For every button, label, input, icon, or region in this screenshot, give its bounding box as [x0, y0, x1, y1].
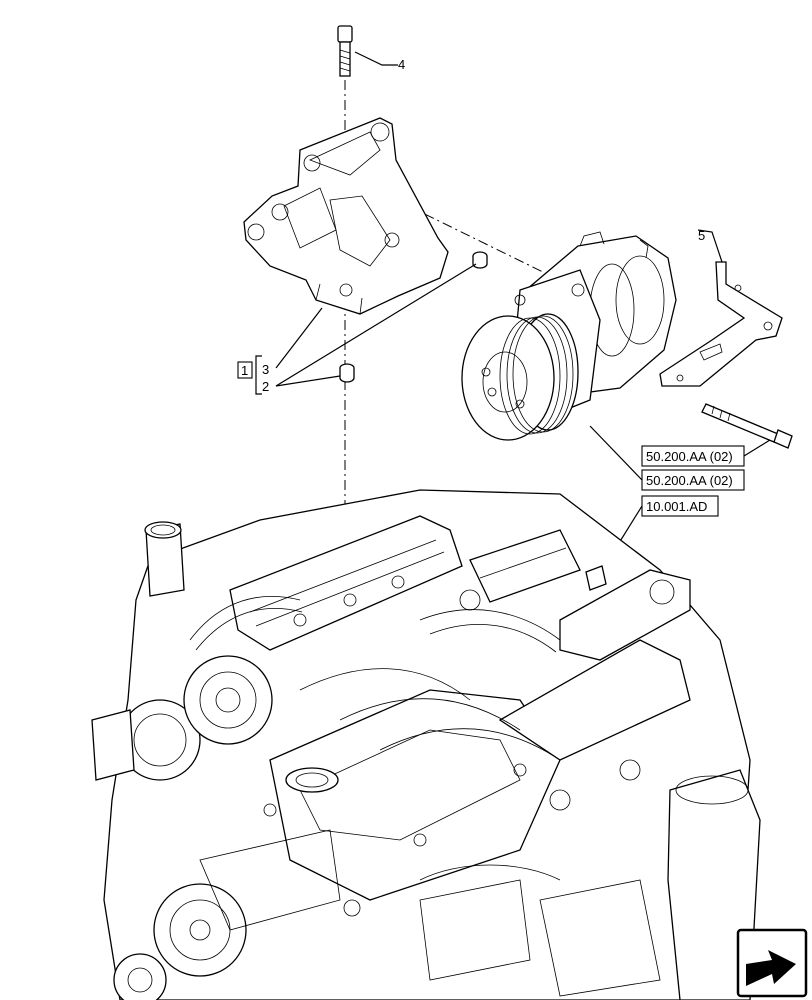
- leader-ref-a: [743, 439, 771, 457]
- long-bolt-part: [701, 403, 793, 449]
- leader-item-3: [275, 307, 323, 369]
- ref-c-box[interactable]: [641, 495, 719, 517]
- ref-a-box[interactable]: [641, 445, 745, 467]
- ref-c-label[interactable]: 10.001.AD: [646, 499, 707, 514]
- next-page-arrow-icon[interactable]: [736, 928, 808, 998]
- callout-item-4: 4: [398, 57, 405, 72]
- callout-item-5: 5: [698, 228, 705, 243]
- callout-item-3: 3: [262, 362, 269, 377]
- mounting-bracket-part: [243, 117, 449, 315]
- dowel-lower-part: [339, 363, 355, 383]
- leader-item-5: [697, 229, 723, 263]
- leader-item-4: [354, 51, 398, 66]
- leader-ref-b: [589, 425, 643, 481]
- callout-item-1: 1: [241, 363, 248, 378]
- leader-item-2a: [275, 263, 477, 387]
- item-1-box: [237, 361, 253, 379]
- item-group-bracket: [255, 355, 262, 395]
- ref-b-box[interactable]: [641, 469, 745, 491]
- support-plate-part: [659, 261, 783, 387]
- ac-compressor-part: [461, 231, 677, 441]
- ref-b-label[interactable]: 50.200.AA (02): [646, 473, 733, 488]
- callout-item-2: 2: [262, 379, 269, 394]
- dowel-upper-part: [472, 251, 488, 269]
- engine-assembly: [91, 489, 761, 1000]
- ref-a-label[interactable]: 50.200.AA (02): [646, 449, 733, 464]
- leader-item-2b: [275, 375, 341, 387]
- bolt-part: [337, 25, 353, 77]
